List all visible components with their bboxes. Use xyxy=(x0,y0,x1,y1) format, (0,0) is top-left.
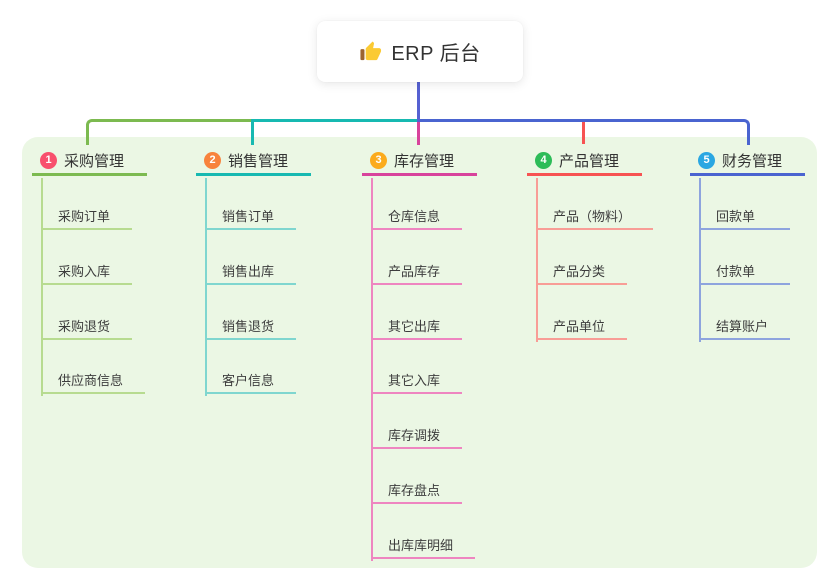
child-node[interactable]: 产品库存 xyxy=(372,261,463,285)
child-node[interactable]: 产品分类 xyxy=(537,261,628,285)
child-node[interactable]: 库存盘点 xyxy=(372,480,463,504)
branch-title: 销售管理 xyxy=(228,152,289,170)
branch-child-spine xyxy=(536,178,538,342)
child-node[interactable]: 采购订单 xyxy=(42,206,133,230)
branch-child-spine xyxy=(699,178,701,342)
branch-title: 财务管理 xyxy=(722,152,783,170)
branch-header-财务管理[interactable]: 5 财务管理 xyxy=(690,147,805,176)
branch-title: 产品管理 xyxy=(559,152,620,170)
child-node[interactable]: 销售出库 xyxy=(206,261,297,285)
child-node[interactable]: 出库库明细 xyxy=(372,535,476,559)
branch-header-采购管理[interactable]: 1 采购管理 xyxy=(32,147,147,176)
child-node[interactable]: 回款单 xyxy=(700,206,790,230)
branch-child-spine xyxy=(371,178,373,561)
connector-bus-teal xyxy=(252,119,417,122)
child-node[interactable]: 其它入库 xyxy=(372,370,463,395)
branch-title: 采购管理 xyxy=(64,152,125,170)
branch-number-badge: 2 xyxy=(204,151,221,169)
child-node[interactable]: 供应商信息 xyxy=(42,370,146,395)
connector-elbow-right xyxy=(417,119,750,145)
child-node[interactable]: 采购退货 xyxy=(42,316,133,340)
child-node[interactable]: 结算账户 xyxy=(700,316,791,340)
branch-number-badge: 4 xyxy=(535,151,552,169)
branch-header-产品管理[interactable]: 4 产品管理 xyxy=(527,147,642,176)
child-node[interactable]: 付款单 xyxy=(700,261,790,285)
branches-background-panel xyxy=(22,137,817,568)
branch-title: 库存管理 xyxy=(394,152,455,170)
branch-number-badge: 3 xyxy=(370,151,387,169)
connector-root-drop xyxy=(417,82,420,122)
root-node-title: ERP 后台 xyxy=(391,43,481,65)
connector-drop-branch3 xyxy=(417,122,420,145)
connector-drop-branch2 xyxy=(251,119,254,145)
branch-child-spine xyxy=(41,178,43,397)
thumbs-up-icon xyxy=(359,40,382,63)
branch-header-库存管理[interactable]: 3 库存管理 xyxy=(362,147,477,176)
child-node[interactable]: 客户信息 xyxy=(206,370,297,395)
child-node[interactable]: 仓库信息 xyxy=(372,206,463,230)
child-node[interactable]: 库存调拨 xyxy=(372,425,463,450)
child-node[interactable]: 产品（物料） xyxy=(537,206,654,230)
child-node[interactable]: 销售订单 xyxy=(206,206,297,230)
branch-number-badge: 5 xyxy=(698,151,715,169)
connector-drop-branch4 xyxy=(582,122,585,144)
child-node[interactable]: 产品单位 xyxy=(537,316,628,340)
branch-child-spine xyxy=(205,178,207,397)
connector-elbow-left xyxy=(86,119,252,145)
branch-number-badge: 1 xyxy=(40,151,57,169)
root-node[interactable]: ERP 后台 xyxy=(317,21,523,82)
child-node[interactable]: 采购入库 xyxy=(42,261,133,285)
branch-header-销售管理[interactable]: 2 销售管理 xyxy=(196,147,311,176)
child-node[interactable]: 其它出库 xyxy=(372,316,463,340)
child-node[interactable]: 销售退货 xyxy=(206,316,297,340)
